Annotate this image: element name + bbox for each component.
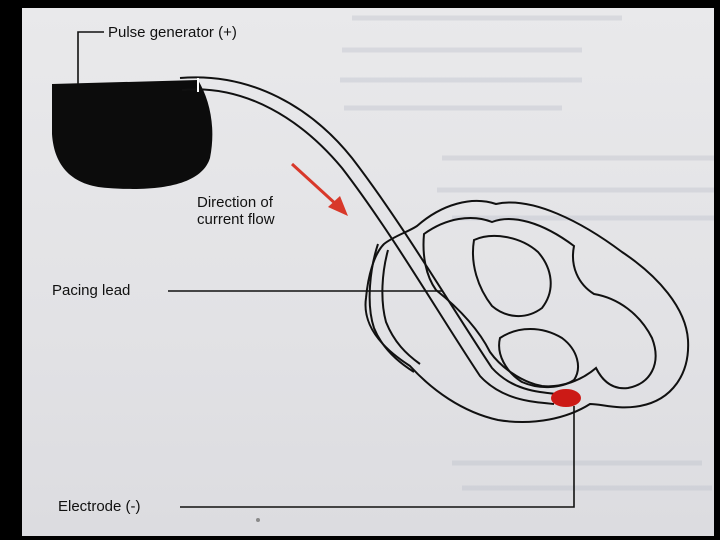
electrode-tip — [551, 389, 581, 407]
scan-speck — [256, 518, 260, 522]
diagram-frame: Pulse generator (+) Direction of current… — [22, 8, 714, 536]
current-flow-label: Direction of current flow — [197, 194, 275, 229]
pulse-generator-label: Pulse generator (+) — [108, 24, 237, 41]
pacing-lead-label: Pacing lead — [52, 282, 130, 299]
electrode-label: Electrode (-) — [58, 498, 141, 515]
current-flow-arrow — [292, 164, 348, 216]
pacing-lead-inner — [182, 89, 554, 404]
current-flow-label-line2: current flow — [197, 211, 275, 228]
current-flow-label-line1: Direction of — [197, 194, 275, 211]
bleed-through-text — [340, 18, 714, 488]
pacemaker-diagram — [22, 8, 714, 536]
pulse-generator-leader — [78, 32, 104, 84]
pulse-generator-body — [52, 80, 212, 189]
